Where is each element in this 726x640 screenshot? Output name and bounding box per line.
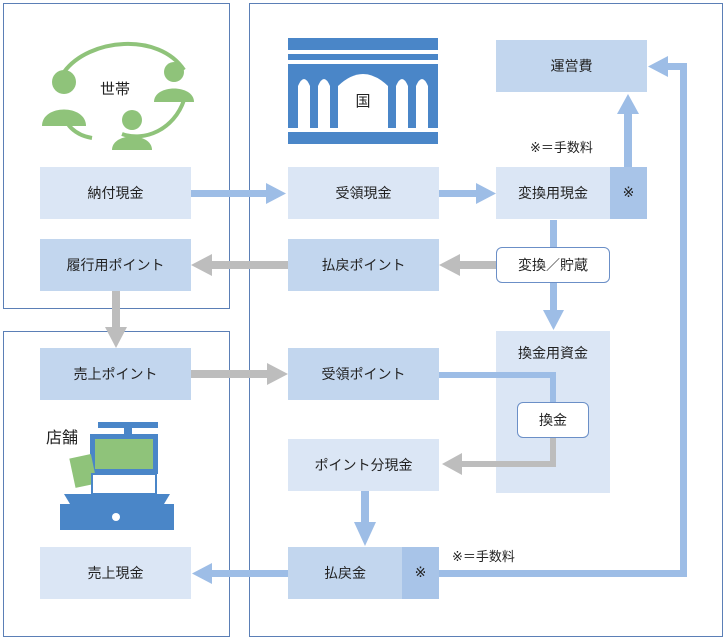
sales-points-box: 売上ポイント [40, 348, 191, 400]
received-points-box: 受領ポイント [288, 348, 439, 400]
arrow-received-to-conversion [439, 190, 477, 197]
conversion-cash-box: 変換用現金 [496, 167, 610, 219]
conversion-fee-marker: ※ [610, 167, 647, 219]
sales-cash-box: 売上現金 [40, 547, 191, 599]
cash-register-icon [60, 422, 174, 530]
refund-money-box: 払戻金 [288, 547, 402, 599]
arrow-convert-to-refund-points [458, 261, 496, 269]
operating-cost-box: 運営費 [496, 40, 647, 92]
arrow-points-cash-to-refund [361, 491, 369, 523]
fee-note-top: ※＝手数料 [530, 141, 593, 156]
arrow-sales-to-received-points [191, 370, 269, 378]
arrow-cashout-path [460, 438, 556, 467]
convert-store-pill: 変換／貯蔵 [496, 247, 610, 283]
arrow-feedback-bottom [439, 570, 687, 577]
refund-points-box: 払戻ポイント [288, 239, 439, 291]
arrow-refund-to-fulfillment [210, 261, 288, 269]
received-cash-box: 受領現金 [288, 167, 439, 219]
payment-cash-box: 納付現金 [40, 167, 191, 219]
shop-label: 店舗 [46, 428, 79, 447]
fulfillment-points-box: 履行用ポイント [40, 239, 191, 291]
arrow-conversion-to-operating [624, 112, 632, 168]
arrow-fulfillment-to-sales-points [112, 291, 120, 329]
arrow-feedback-top [666, 63, 687, 70]
nation-icon: 国 [288, 38, 438, 144]
household-icon [42, 41, 194, 150]
arrow-cashout-head [442, 453, 462, 475]
arrow-received-points-path [439, 372, 556, 402]
points-cash-box: ポイント分現金 [288, 439, 439, 491]
arrow-refund-to-sales-cash [210, 570, 288, 577]
refund-fee-marker: ※ [402, 547, 439, 599]
arrow-feedback-right [680, 63, 687, 577]
cash-out-pill: 換金 [517, 402, 589, 438]
household-label: 世帯 [100, 80, 131, 98]
arrow-payment-to-received [191, 190, 269, 197]
nation-label: 国 [355, 92, 371, 110]
fee-note-bottom: ※＝手数料 [452, 550, 515, 565]
exchange-funds-label: 換金用資金 [518, 346, 588, 362]
